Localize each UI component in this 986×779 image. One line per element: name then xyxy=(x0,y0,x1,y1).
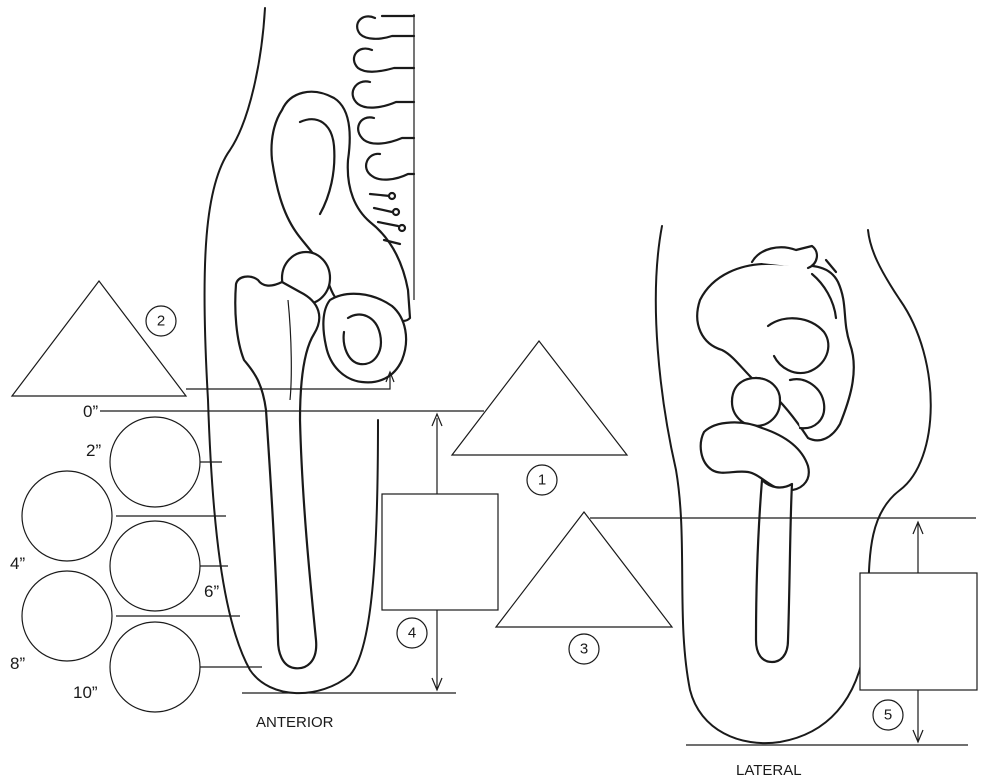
box-4 xyxy=(382,494,498,610)
marker-3: 3 xyxy=(569,634,599,664)
triangle-3 xyxy=(496,512,672,627)
marker-1-label: 1 xyxy=(538,472,546,489)
marker-5: 5 xyxy=(873,700,903,730)
measure-10: 10” xyxy=(73,683,98,702)
circle-4in xyxy=(22,471,112,561)
box-5 xyxy=(860,573,977,690)
marker-3-label: 3 xyxy=(580,641,588,658)
triangle-2 xyxy=(12,281,186,396)
anterior-label: ANTERIOR xyxy=(256,714,334,731)
marker-1: 1 xyxy=(527,465,557,495)
marker-4-label: 4 xyxy=(408,625,416,642)
anterior-femur xyxy=(235,277,319,669)
measure-8: 8” xyxy=(10,654,25,673)
circumference-circles xyxy=(22,417,200,712)
triangle-1 xyxy=(452,341,627,455)
marker-2-label: 2 xyxy=(157,313,165,330)
circle-10in xyxy=(110,622,200,712)
measure-6: 6” xyxy=(204,582,219,601)
circle-6in xyxy=(110,521,200,611)
lateral-label: LATERAL xyxy=(736,762,802,779)
measure-0: 0” xyxy=(83,402,98,421)
circle-2in xyxy=(110,417,200,507)
measure-2: 2” xyxy=(86,441,101,460)
lateral-femur xyxy=(756,480,792,662)
marker-2: 2 xyxy=(146,306,176,336)
measure-4: 4” xyxy=(10,554,25,573)
circle-8in xyxy=(22,571,112,661)
marker-5-label: 5 xyxy=(884,707,892,724)
marker-4: 4 xyxy=(397,618,427,648)
